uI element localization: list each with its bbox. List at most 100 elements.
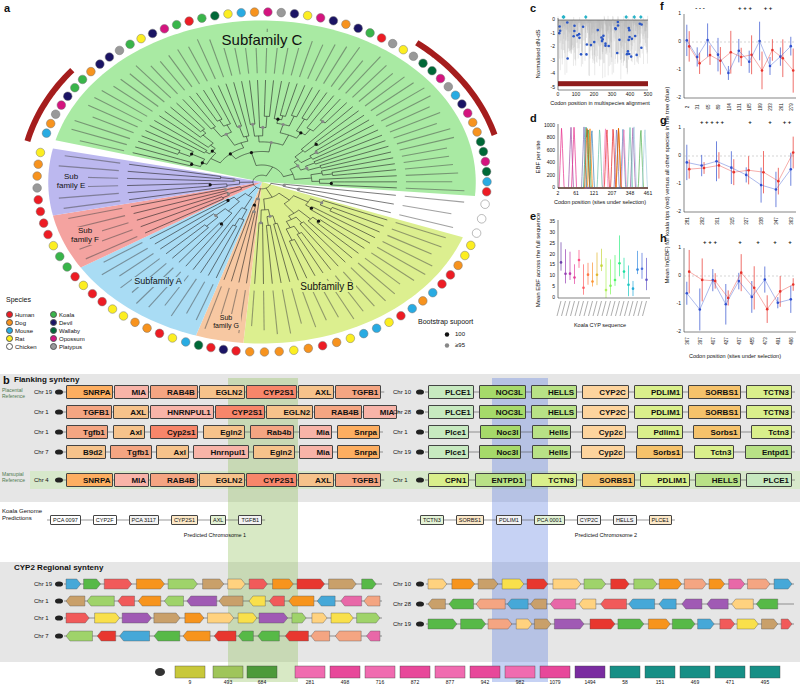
gene-arrow [756, 599, 777, 609]
gene-box: B9d2 [66, 445, 106, 459]
site-diamond [584, 15, 588, 19]
species-dot [250, 8, 259, 17]
gene-arrow [95, 613, 120, 623]
ebf-line [558, 129, 648, 188]
tree-branch [314, 226, 352, 258]
gene-box: CYP2S1 [246, 385, 297, 399]
dnds-bar [623, 20, 624, 62]
figure-label: + [748, 119, 752, 126]
ebf-line [558, 127, 648, 188]
bootstrap-dot [315, 143, 318, 146]
tree-branch [280, 107, 282, 115]
tree-branch [344, 186, 397, 188]
scaffold-box [470, 666, 500, 678]
dnds-bar [563, 20, 564, 50]
gene-box: Plce1 [428, 425, 469, 439]
tree-branch [311, 173, 322, 175]
sequence-tick [571, 301, 575, 316]
tree-branch [208, 214, 214, 218]
tree-branch [320, 115, 325, 120]
dnds-bar [599, 20, 600, 32]
tree-branch [225, 189, 227, 191]
bootstrap-dot [211, 150, 214, 153]
gene-arrow [629, 599, 655, 609]
tree-branch [227, 200, 229, 202]
figure-label: 292 [700, 217, 705, 225]
dnds-bar [583, 20, 584, 29]
species-icon [416, 601, 424, 606]
dnds-bar [632, 20, 633, 40]
gene-box: HELLS [531, 385, 577, 399]
scaffold-box [505, 666, 535, 678]
tree-branch [282, 235, 299, 280]
gene-box: TGFB1 [238, 515, 262, 525]
tree-branch [191, 163, 192, 166]
gene-arrow [269, 596, 284, 606]
mean-dot [564, 272, 567, 275]
dnds-bar [566, 20, 567, 73]
tree-branch [180, 159, 192, 162]
gene-name: TCTN3 [534, 475, 574, 486]
leaf-name-mark [68, 208, 122, 218]
figure-label: Koala CYP sequence [574, 322, 626, 328]
species-dot [409, 52, 418, 61]
gene-arrow [634, 579, 657, 589]
sequence-tick [575, 301, 579, 316]
tree-branch [296, 217, 302, 223]
bootstrap-dot [299, 131, 302, 134]
synteny-column [492, 378, 548, 682]
gene-name: EGLN2 [269, 407, 310, 418]
leaf-name-mark [130, 74, 165, 102]
scaffold-box [435, 666, 465, 678]
leaf-name-mark [390, 113, 440, 133]
dnds-bar [588, 20, 589, 75]
dnds-bar [603, 20, 604, 63]
figure-label: -2 [677, 95, 681, 101]
figure-label: 982 [516, 680, 524, 686]
figure-label: 407 [712, 337, 717, 345]
dnds-bar [588, 20, 589, 46]
dnds-bar [625, 20, 626, 28]
figure-label: 872 [411, 680, 419, 686]
dnds-bar [643, 20, 644, 64]
dnds-bar [641, 20, 642, 34]
cyp2-regional-genes [55, 579, 794, 678]
figure-label: 1 [678, 125, 681, 131]
gene-arrow [698, 619, 715, 629]
tree-branch [321, 225, 359, 253]
gene-box: ENTPD1 [475, 473, 527, 487]
dnds-bar [646, 20, 647, 54]
site-dot [601, 40, 604, 43]
error-bar [601, 249, 602, 271]
tree-branch [299, 210, 311, 219]
figure-label: 200 [590, 92, 598, 98]
mean-dot [636, 268, 639, 271]
dnds-bar [589, 20, 590, 51]
tree-branch [319, 178, 337, 180]
mean-dot [688, 270, 691, 273]
mean-dot [686, 39, 689, 42]
error-bar [637, 251, 638, 274]
gene-box: AXL [298, 473, 334, 487]
leaf-name-mark [331, 47, 359, 86]
dnds-bar [622, 20, 623, 42]
sequence-tick [593, 301, 597, 316]
legend-swatch [50, 311, 57, 318]
figure-label: 1000 [544, 123, 555, 129]
figure-label: 461 [644, 191, 652, 197]
leaf-name-mark [71, 129, 126, 144]
bootstrap-dot [305, 167, 308, 170]
tree-branch [135, 147, 180, 159]
bootstrap-dot [233, 179, 236, 182]
figure-label: 437 [738, 337, 743, 345]
gene-arrow [87, 596, 114, 606]
tree-branch [330, 211, 341, 216]
dnds-bar [594, 20, 595, 75]
dnds-bar [585, 20, 586, 24]
gene-arrow [66, 596, 85, 606]
leaf-name-mark [406, 173, 458, 175]
tree-branch [320, 220, 330, 227]
gene-arrow [289, 596, 314, 606]
figure-label: + + [783, 119, 792, 126]
